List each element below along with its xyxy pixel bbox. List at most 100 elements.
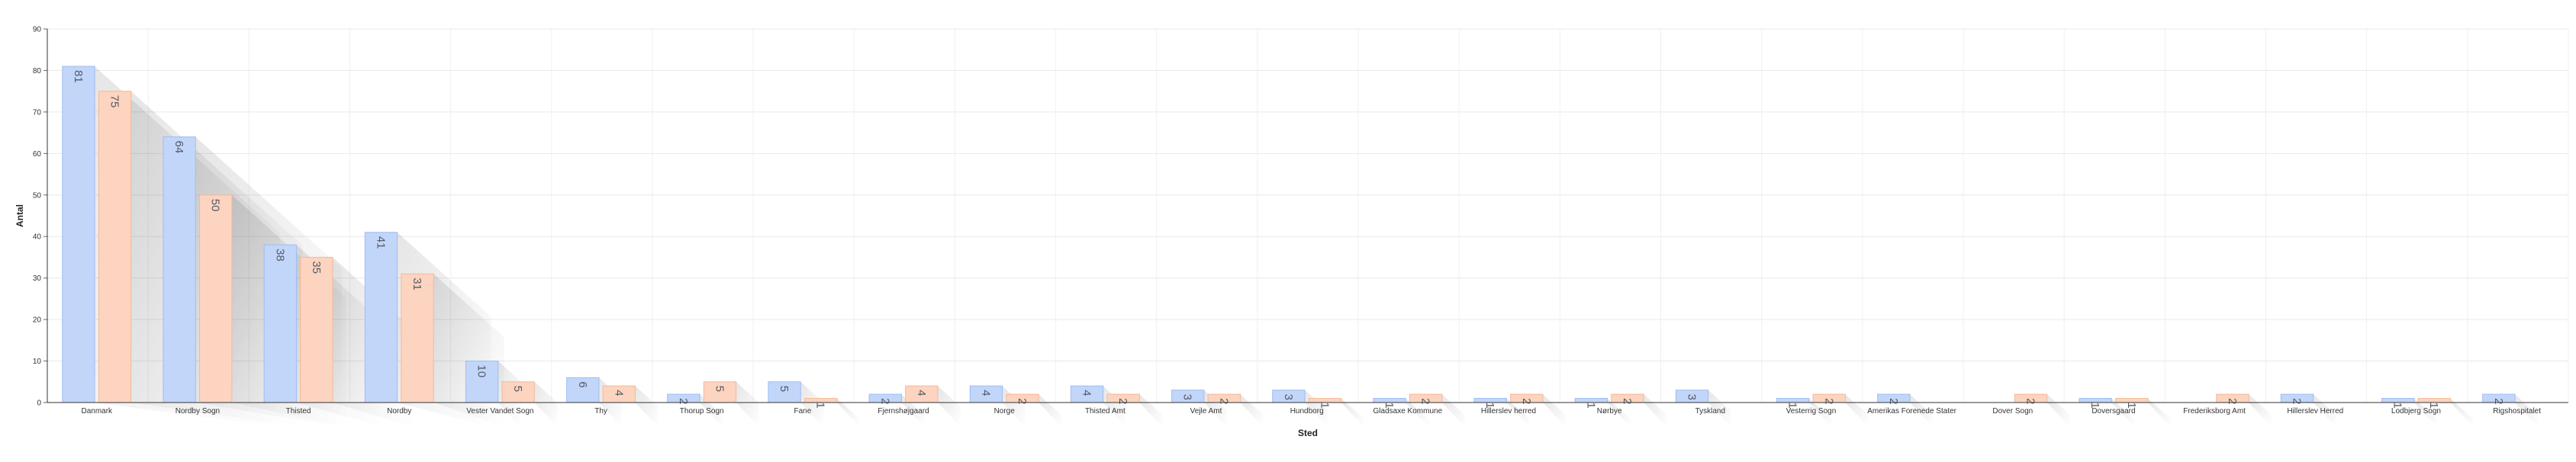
bar-series-2-2 — [300, 256, 333, 403]
x-tick-label: Gladsaxe Kommune — [1373, 407, 1443, 415]
data-label: 5 — [713, 386, 726, 392]
bar-shadow — [433, 274, 505, 427]
data-label: 4 — [979, 390, 992, 396]
data-label: 2 — [1520, 398, 1533, 404]
bar-series-1-1 — [163, 136, 196, 403]
y-axis-title: Antal — [14, 204, 25, 227]
y-tick-label: 70 — [33, 108, 42, 117]
x-tick-label: Thisted Amt — [1085, 407, 1125, 415]
bar-shadow — [1607, 398, 1631, 427]
data-label: 3 — [1282, 394, 1295, 400]
x-tick-label: Nordby — [387, 407, 411, 415]
data-label: 2 — [1621, 398, 1634, 404]
x-tick-label: Vester Vandet Sogn — [466, 407, 533, 415]
x-tick-label: Norge — [994, 407, 1016, 415]
bar-shadow — [1542, 394, 1566, 427]
data-label: 2 — [677, 398, 690, 404]
data-label: 2 — [1822, 398, 1835, 404]
data-label: 81 — [72, 70, 85, 83]
bar-shadow — [1708, 390, 1731, 427]
y-tick-label: 60 — [33, 150, 42, 159]
x-tick-label: Nordby Sogn — [175, 407, 220, 415]
data-label: 1 — [1584, 403, 1597, 409]
data-label: 5 — [511, 386, 524, 392]
y-tick-label: 10 — [33, 358, 42, 366]
bar-series-2-1 — [199, 194, 233, 403]
grid-lines — [47, 28, 2569, 403]
data-label: 3 — [1686, 394, 1699, 400]
bar-series-1-0 — [62, 66, 95, 403]
bar-series-2-3 — [401, 273, 434, 403]
y-tick-label: 20 — [33, 316, 42, 325]
data-label: 2 — [1887, 398, 1900, 404]
data-label: 2 — [1419, 398, 1432, 404]
data-label: 1 — [1383, 403, 1396, 409]
y-tick-label: 40 — [33, 233, 42, 242]
bar-series-1-7 — [768, 381, 801, 403]
data-label: 75 — [108, 95, 121, 108]
x-tick-label: Thorup Sogn — [680, 407, 724, 415]
bar-shadow — [1808, 398, 1832, 427]
x-tick-label: Nørbye — [1597, 407, 1622, 415]
x-axis-title: Sted — [1298, 428, 1318, 438]
bar-shadow — [635, 386, 658, 427]
x-tick-label: Danmark — [81, 407, 113, 415]
data-label: 1 — [1483, 403, 1496, 409]
y-tick-label: 50 — [33, 191, 42, 200]
data-label: 2 — [1016, 398, 1029, 404]
x-tick-label: Hundborg — [1290, 407, 1324, 415]
bar-shadow — [2413, 398, 2437, 427]
data-label: 2 — [1217, 398, 1230, 404]
data-label: 31 — [411, 278, 423, 290]
data-label: 1 — [2427, 403, 2440, 409]
bar-series-1-3 — [364, 232, 398, 403]
bar-shadow — [2046, 394, 2070, 427]
bar-shadow — [2249, 394, 2272, 427]
bar-shadow — [1506, 398, 1530, 427]
bar-shadow — [836, 398, 860, 427]
bar-shadows — [95, 66, 2538, 428]
x-tick-label: Rigshospitalet — [2493, 407, 2541, 415]
y-tick-label: 90 — [33, 26, 42, 34]
bar-series-2-0 — [98, 91, 132, 403]
data-label: 1 — [814, 403, 827, 409]
bar-series-1-5 — [566, 377, 600, 403]
data-label: 50 — [209, 199, 222, 212]
x-tick-label: Frederiksborg Amt — [2183, 407, 2246, 415]
data-label: 5 — [778, 386, 791, 392]
x-tick-label: Doversgaard — [2091, 407, 2135, 415]
data-label: 38 — [273, 249, 286, 261]
bar-shadow — [2111, 398, 2135, 427]
data-label: 6 — [576, 381, 589, 387]
bar-series-1-2 — [263, 244, 297, 403]
bar-series-2-4 — [501, 381, 535, 403]
bar-shadow — [1139, 394, 1163, 427]
x-tick-label: Dover Sogn — [1992, 407, 2033, 415]
data-label: 1 — [2088, 403, 2101, 409]
x-tick-label: Lodbjerg Sogn — [2391, 407, 2441, 415]
bar-shadow — [1441, 394, 1465, 427]
bar-series-1-4 — [465, 361, 499, 403]
bar-shadow — [1644, 394, 1667, 427]
bar-shadow — [736, 381, 759, 427]
data-label: 64 — [172, 141, 185, 154]
data-label: 10 — [475, 365, 488, 378]
bars — [62, 66, 2516, 403]
data-label: 1 — [2125, 403, 2138, 409]
data-label: 2 — [2492, 398, 2505, 404]
y-tick-label: 30 — [33, 274, 42, 283]
data-label: 3 — [1181, 394, 1194, 400]
bar-shadow — [1240, 394, 1264, 427]
bar-shadow — [937, 386, 961, 427]
data-label: 2 — [2226, 398, 2239, 404]
x-tick-label: Amerikas Forenede Stater — [1867, 407, 1956, 415]
data-label: 2 — [2024, 398, 2037, 404]
bar-shadow — [1845, 394, 1869, 427]
y-tick-label: 0 — [37, 399, 41, 408]
x-tick-label: Hillerslev Herred — [2287, 407, 2343, 415]
y-tick-label: 80 — [33, 67, 42, 75]
data-label: 41 — [374, 236, 387, 249]
